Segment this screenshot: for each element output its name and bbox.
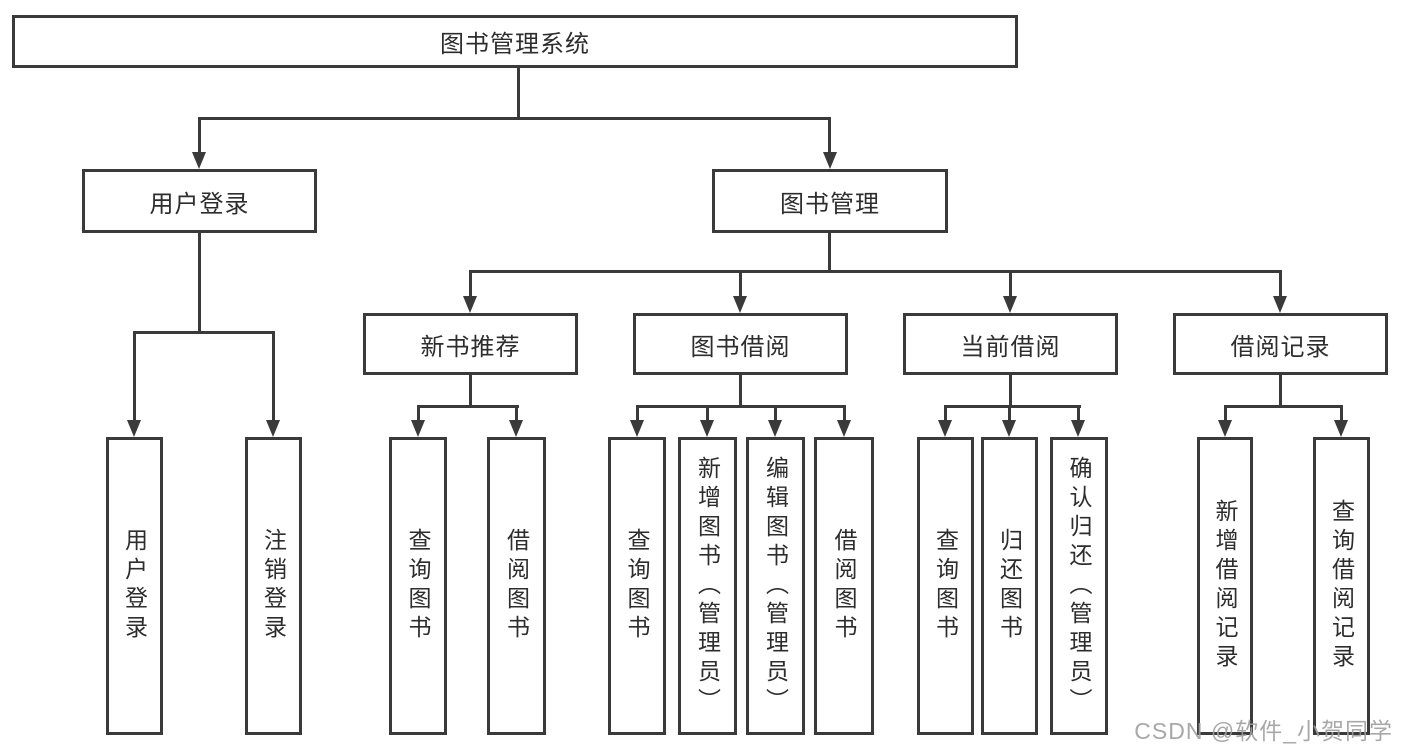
leaf-logout-label: 注销登录 [260, 528, 287, 644]
node-library-system: 图书管理系统 [12, 15, 1018, 68]
leaf-recommend-borrow-books: 借阅图书 [487, 437, 546, 735]
connector-line [417, 405, 519, 408]
connector-line [1340, 405, 1343, 421]
arrow-down-icon [1218, 420, 1232, 437]
arrow-down-icon [630, 420, 644, 437]
connector-line [1224, 405, 1342, 408]
connector-line [198, 117, 201, 157]
arrow-down-icon [127, 420, 141, 437]
arrow-down-icon [1334, 420, 1348, 437]
connector-line [944, 405, 947, 421]
arrow-down-icon [938, 420, 952, 437]
connector-line [133, 331, 275, 334]
leaf-query-borrow-record-label: 查询借阅记录 [1328, 499, 1355, 673]
arrow-down-icon [463, 296, 477, 313]
connector-line [944, 405, 1081, 408]
connector-line [469, 375, 472, 408]
connector-line [469, 270, 472, 299]
connector-line [828, 117, 831, 157]
node-book-borrow-label: 图书借阅 [690, 333, 791, 361]
connector-line [198, 117, 831, 120]
node-borrow-records-label: 借阅记录 [1230, 333, 1331, 361]
leaf-recommend-query-books-label: 查询图书 [405, 528, 431, 644]
leaf-confirm-return-admin: 确认归还（管理员） [1050, 437, 1108, 735]
arrow-down-icon [733, 296, 747, 313]
connector-line [133, 331, 136, 423]
connector-line [517, 68, 520, 120]
arrow-down-icon [1002, 420, 1016, 437]
connector-line [198, 233, 201, 334]
node-user-login: 用户登录 [82, 169, 317, 233]
connector-line [774, 405, 777, 421]
leaf-return-books-label: 归还图书 [996, 528, 1023, 644]
node-current-borrow-label: 当前借阅 [960, 333, 1061, 361]
leaf-edit-books-admin-label: 编辑图书（管理员） [762, 455, 789, 717]
arrow-down-icon [1071, 420, 1085, 437]
arrow-down-icon [1273, 296, 1287, 313]
leaf-confirm-return-admin-label: 确认归还（管理员） [1066, 455, 1092, 717]
node-new-book-recommend-label: 新书推荐 [420, 333, 521, 361]
leaf-add-borrow-record-label: 新增借阅记录 [1212, 499, 1238, 673]
leaf-borrow-query-books-label: 查询图书 [624, 528, 650, 644]
arrow-down-icon [837, 420, 851, 437]
connector-line [1224, 405, 1227, 421]
leaf-borrow-query-books: 查询图书 [608, 437, 666, 735]
connector-line [1279, 270, 1282, 299]
leaf-edit-books-admin: 编辑图书（管理员） [746, 437, 805, 735]
connector-line [469, 270, 1282, 273]
connector-line [828, 233, 831, 273]
leaf-recommend-borrow-books-label: 借阅图书 [503, 528, 530, 644]
node-borrow-records: 借阅记录 [1173, 313, 1388, 375]
leaf-query-borrow-record: 查询借阅记录 [1313, 437, 1370, 735]
connector-line [1009, 270, 1012, 299]
arrow-down-icon [700, 420, 714, 437]
arrow-down-icon [768, 420, 782, 437]
leaf-add-borrow-record: 新增借阅记录 [1197, 437, 1253, 735]
connector-line [636, 405, 845, 408]
leaf-borrow-books: 借阅图书 [814, 437, 874, 735]
node-new-book-recommend: 新书推荐 [363, 313, 578, 375]
arrow-down-icon [266, 420, 280, 437]
connector-line [417, 405, 420, 421]
leaf-add-books-admin-label: 新增图书（管理员） [694, 455, 721, 717]
leaf-user-login-label: 用户登录 [121, 528, 148, 644]
connector-line [515, 405, 518, 421]
node-book-management: 图书管理 [712, 169, 948, 233]
arrow-down-icon [1003, 296, 1017, 313]
leaf-current-query-books: 查询图书 [917, 437, 974, 735]
leaf-return-books: 归还图书 [981, 437, 1038, 735]
leaf-current-query-books-label: 查询图书 [932, 528, 959, 644]
connector-line [1077, 405, 1080, 421]
arrow-down-icon [411, 420, 425, 437]
node-library-system-label: 图书管理系统 [440, 31, 590, 58]
connector-line [272, 331, 275, 423]
leaf-recommend-query-books: 查询图书 [389, 437, 447, 735]
node-book-borrow: 图书借阅 [633, 313, 848, 375]
node-current-borrow: 当前借阅 [903, 313, 1118, 375]
node-book-management-label: 图书管理 [780, 190, 880, 218]
connector-line [739, 375, 742, 408]
connector-line [1009, 375, 1012, 408]
connector-line [1279, 375, 1282, 408]
connector-line [843, 405, 846, 421]
node-user-login-label: 用户登录 [149, 190, 250, 218]
leaf-logout: 注销登录 [245, 437, 302, 735]
connector-line [636, 405, 639, 421]
arrow-down-icon [192, 152, 206, 169]
connector-line [1008, 405, 1011, 421]
arrow-down-icon [509, 420, 523, 437]
csdn-watermark: CSDN @软件_小贺同学 [1134, 718, 1393, 744]
connector-line [739, 270, 742, 299]
leaf-borrow-books-label: 借阅图书 [831, 528, 857, 644]
leaf-add-books-admin: 新增图书（管理员） [678, 437, 737, 735]
arrow-down-icon [823, 152, 837, 169]
connector-line [706, 405, 709, 421]
leaf-user-login: 用户登录 [106, 437, 163, 735]
